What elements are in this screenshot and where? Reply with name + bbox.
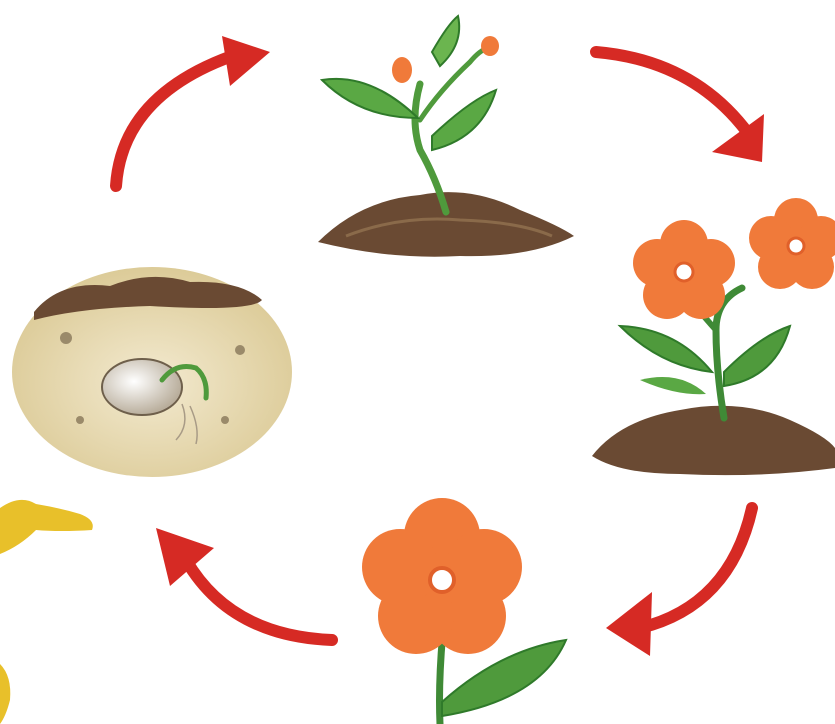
flowering-plant-icon bbox=[592, 198, 835, 475]
bud bbox=[481, 36, 499, 56]
flower bbox=[362, 498, 522, 654]
leaf bbox=[620, 326, 712, 372]
single-flower-icon bbox=[362, 498, 566, 724]
arrow-seed-to-seedling bbox=[116, 36, 270, 186]
seedling-with-buds-icon bbox=[318, 16, 574, 257]
germinating-seed-in-soil-icon bbox=[12, 267, 292, 477]
leaf bbox=[432, 16, 459, 66]
cropped-yellow-figure bbox=[0, 500, 93, 724]
leaf bbox=[322, 79, 418, 118]
flower bbox=[633, 220, 735, 319]
leaf bbox=[432, 90, 496, 150]
bud bbox=[392, 57, 412, 83]
leaf bbox=[724, 326, 790, 386]
arrow-flower-to-seed bbox=[156, 528, 332, 640]
seed bbox=[102, 359, 182, 415]
arrow-seedling-to-flowering-plant bbox=[596, 52, 764, 162]
leaf bbox=[640, 377, 706, 394]
arrow-flowering-plant-to-flower bbox=[606, 508, 752, 656]
soil-mound bbox=[592, 406, 835, 475]
flower bbox=[749, 198, 835, 289]
